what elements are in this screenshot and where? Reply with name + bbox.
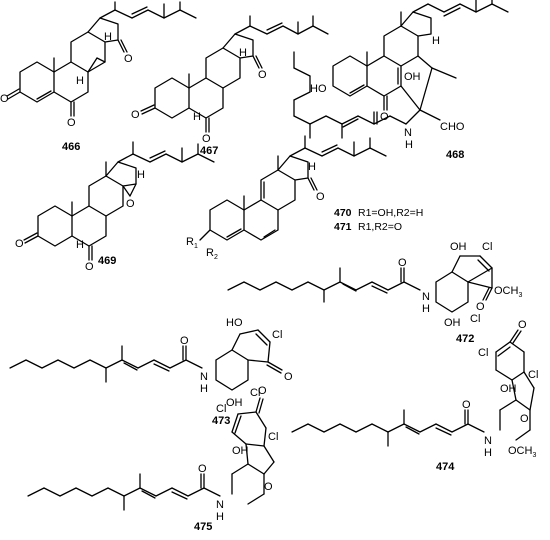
atom-h: H — [200, 383, 208, 395]
atom-h: H — [239, 47, 247, 59]
atom-oh: OH — [444, 317, 461, 329]
atom-o: O — [518, 319, 527, 331]
atom-n: N — [404, 127, 412, 139]
atom-cl: Cl — [216, 403, 226, 415]
compound-label-468: 468 — [446, 149, 464, 161]
atom-oh: OH — [226, 397, 243, 409]
atom-cl: Cl — [482, 241, 492, 253]
atom-oh: OH — [500, 383, 517, 395]
compound-note-470: R1=OH,R2=H — [358, 207, 423, 219]
structure-466: O O O H H 466 — [0, 1, 197, 153]
atom-o: O — [520, 413, 529, 425]
compound-label-469: 469 — [98, 255, 116, 267]
atom-cl: Cl — [268, 431, 278, 443]
compound-label-466: 466 — [62, 141, 80, 153]
atom-o: O — [131, 109, 140, 121]
compound-label-475: 475 — [194, 521, 212, 533]
atom-h: H — [193, 111, 201, 123]
atom-n: N — [484, 435, 492, 447]
atom-r1: R1 — [186, 236, 198, 250]
structure-474: O N H Cl O Cl OH O OCH3 474 — [291, 319, 538, 473]
atom-h: H — [422, 303, 430, 315]
atom-och3: OCH3 — [508, 445, 536, 459]
atom-o: O — [67, 117, 76, 129]
atom-n: N — [422, 291, 430, 303]
atom-h: H — [104, 31, 112, 43]
atom-o: O — [85, 261, 94, 273]
atom-o: O — [258, 385, 267, 397]
compound-label-473: 473 — [212, 415, 230, 427]
atom-o: O — [15, 238, 24, 250]
structure-473: O N H HO Cl O Cl OH 473 — [9, 317, 293, 427]
atom-o: O — [202, 133, 211, 145]
compound-label-467: 467 — [200, 145, 218, 157]
atom-o: O — [198, 463, 207, 475]
structure-467: O O O H H 467 — [131, 15, 329, 157]
atom-cl: Cl — [528, 369, 538, 381]
atom-o: O — [124, 53, 133, 65]
atom-n: N — [216, 499, 224, 511]
atom-h: H — [432, 35, 440, 47]
compound-label-471: 471 — [334, 221, 352, 233]
compound-label-474: 474 — [436, 461, 455, 473]
atom-o: O — [0, 93, 9, 105]
atom-h: H — [405, 139, 413, 151]
atom-r2: R2 — [206, 247, 218, 261]
atom-cl: Cl — [272, 329, 282, 341]
structure-472: O N H OH Cl OCH3 O Cl OH 472 — [227, 241, 522, 345]
atom-cl: Cl — [470, 313, 480, 325]
atom-och3: OCH3 — [494, 285, 522, 299]
atom-oh: OH — [232, 445, 249, 457]
atom-o: O — [264, 481, 273, 493]
atom-o: O — [398, 257, 407, 269]
atom-h: H — [484, 447, 492, 459]
atom-o: O — [180, 335, 189, 347]
atom-n: N — [200, 371, 208, 383]
atom-h: H — [216, 511, 224, 523]
atom-o: O — [380, 111, 389, 123]
atom-cl: Cl — [478, 347, 488, 359]
atom-oh: OH — [450, 241, 467, 253]
atom-o: O — [126, 198, 135, 210]
atom-cho: CHO — [440, 121, 465, 133]
structure-468: HO O OH CHO N H H 468 — [293, 0, 509, 161]
atom-o: O — [316, 191, 325, 203]
compound-label-472: 472 — [456, 333, 474, 345]
atom-h: H — [76, 239, 84, 251]
atom-o: O — [258, 69, 267, 81]
atom-cl: Cl — [250, 387, 260, 399]
structure-475: O N H Cl O Cl OH O 475 — [27, 385, 278, 533]
atom-h: H — [137, 169, 145, 181]
compound-label-470: 470 — [334, 207, 352, 219]
atom-h: H — [76, 75, 84, 87]
atom-oh: OH — [404, 71, 421, 83]
atom-ho: HO — [310, 83, 327, 95]
structure-469: O O O H H 469 — [15, 141, 215, 273]
compound-note-471: R1,R2=O — [358, 221, 402, 233]
atom-h: H — [308, 161, 316, 173]
atom-o: O — [462, 399, 471, 411]
atom-o: O — [284, 371, 293, 383]
atom-o: O — [476, 301, 485, 313]
structure-470-471: O H R1 R2 470 R1=OH,R2=H 471 R1,R2=O — [186, 135, 423, 261]
atom-ho: HO — [226, 317, 243, 329]
